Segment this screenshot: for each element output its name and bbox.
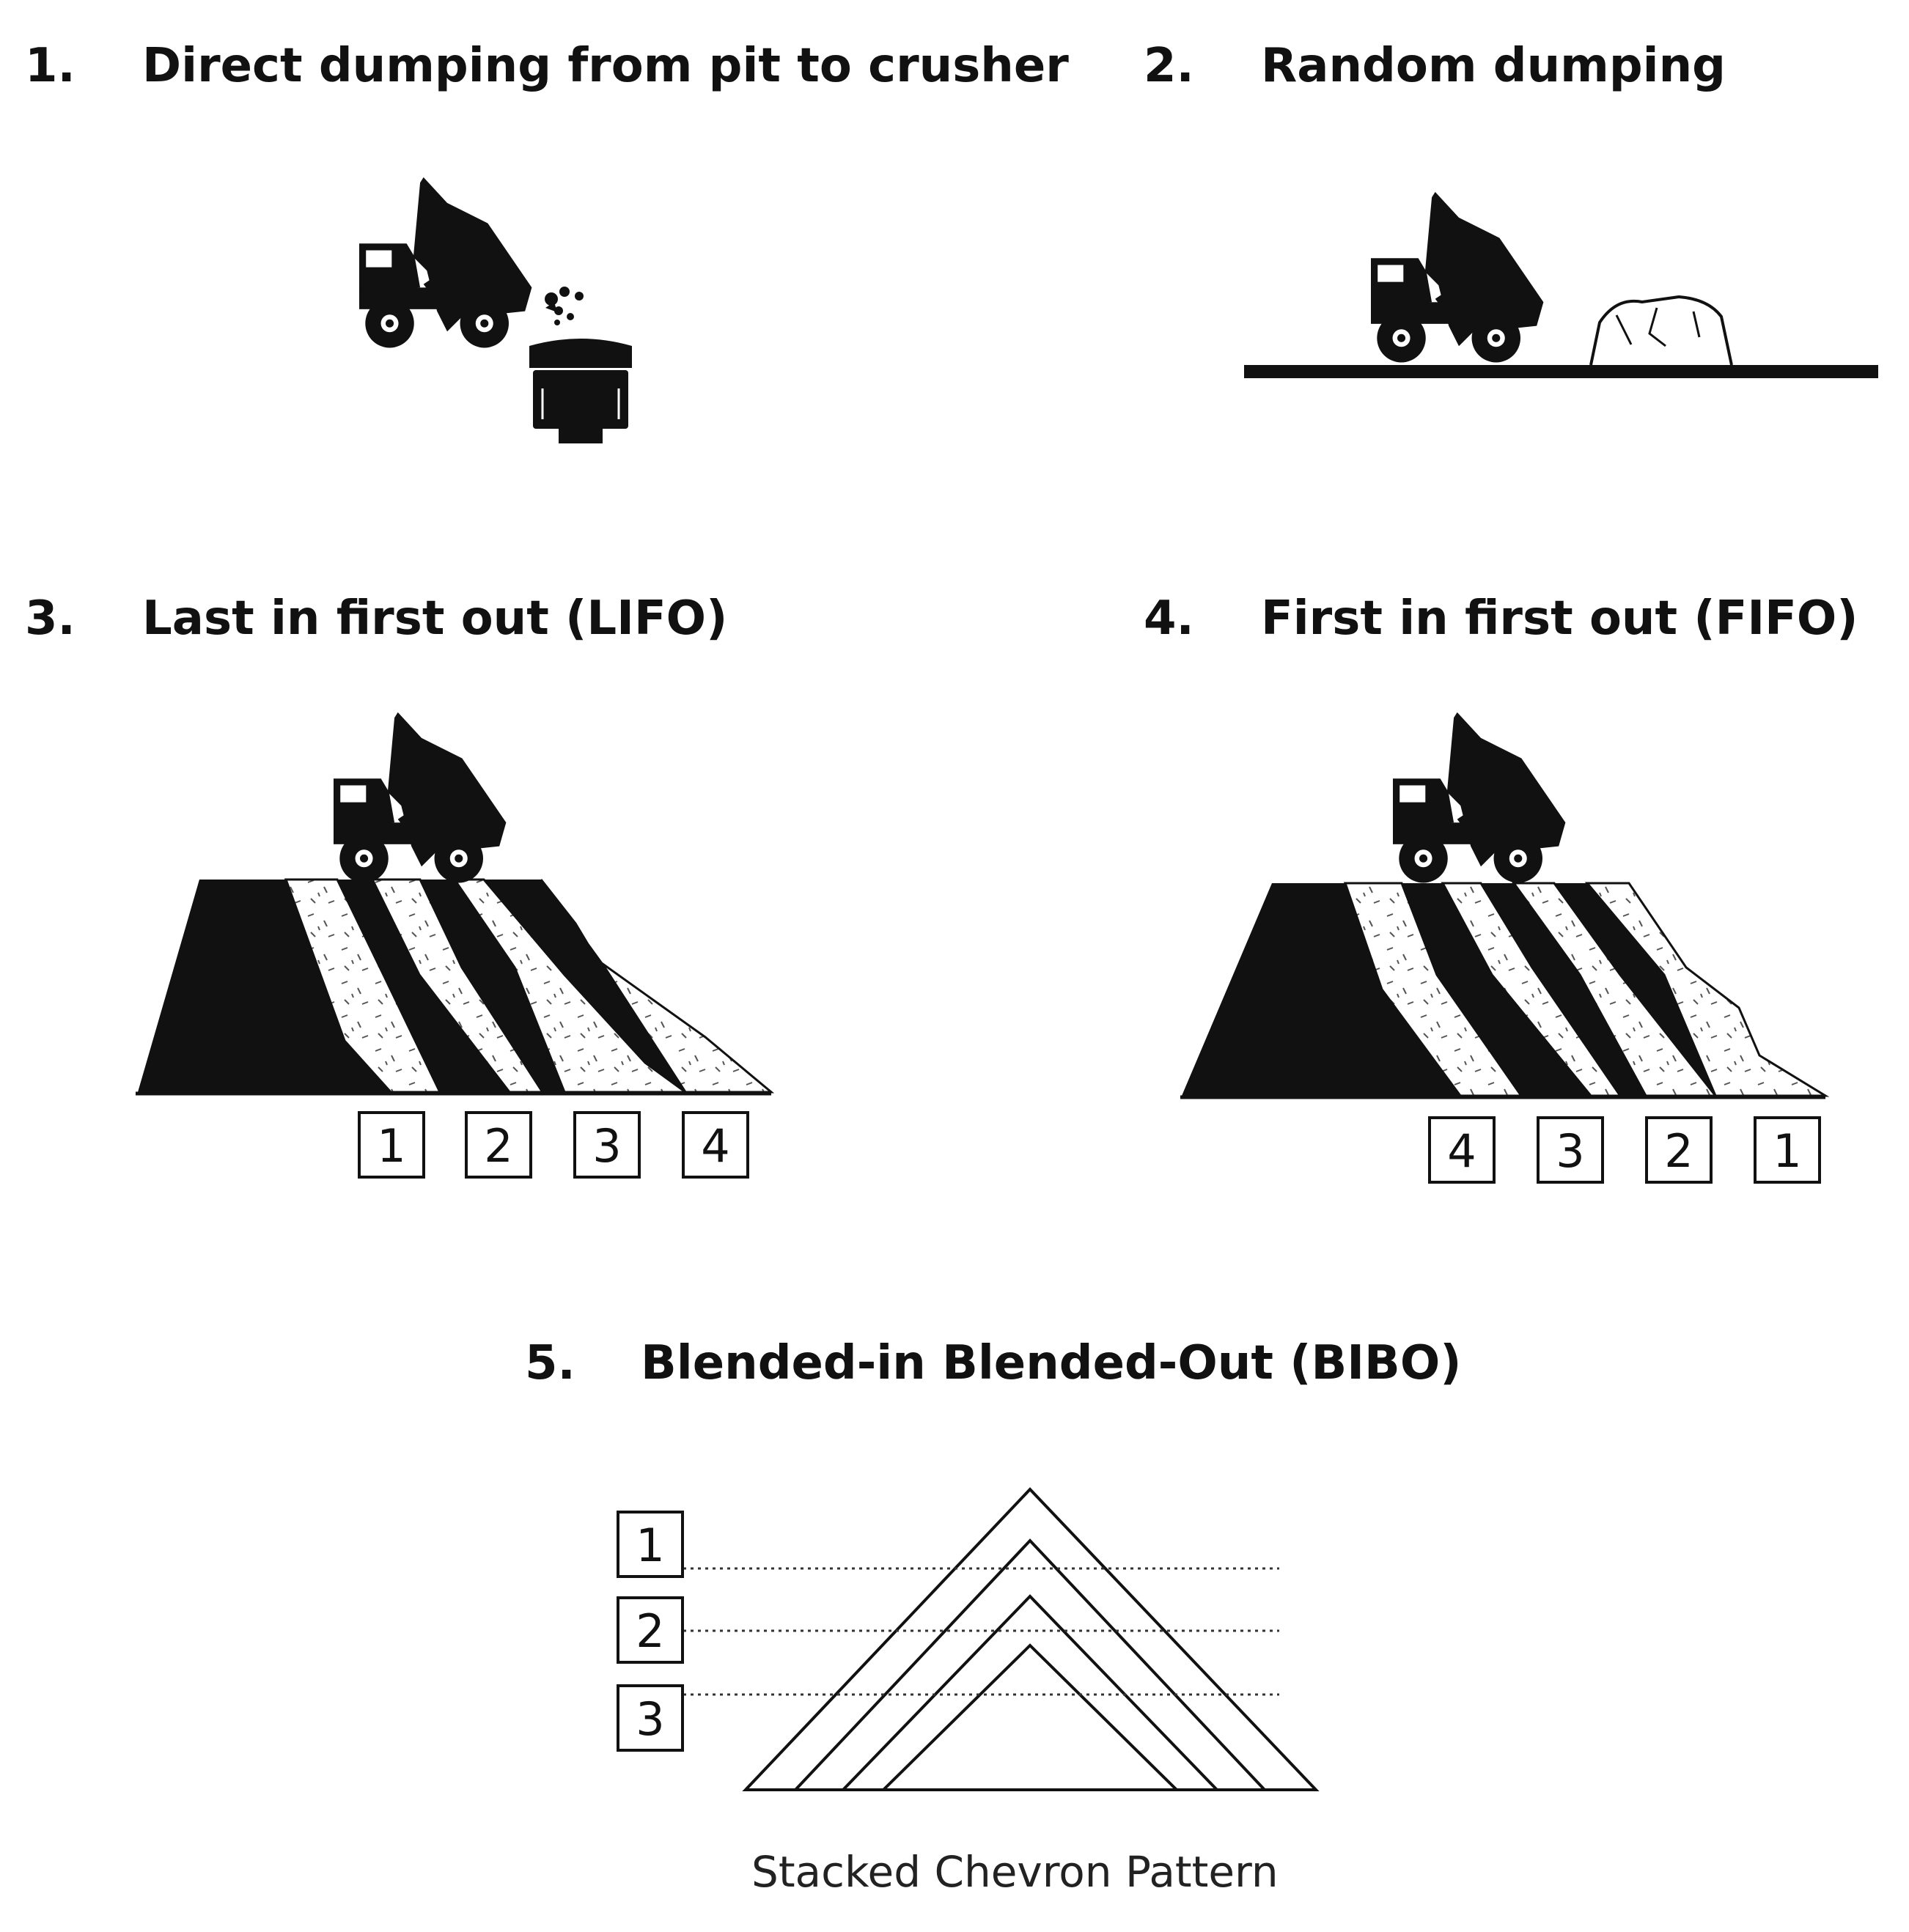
lifo-box-1: 1 [358,1111,425,1179]
fifo-boxes: 4 3 2 1 [1428,1116,1821,1184]
bibo-box-3: 3 [617,1684,684,1752]
dump-truck-icon [334,712,507,883]
ore-pile-icon [1589,295,1733,366]
panel-4-title: First in first out (FIFO) [1261,591,1858,646]
panel-5-number: 5. [525,1336,575,1390]
panel-3-illustration [136,712,775,1096]
fifo-box-1: 1 [1754,1116,1821,1184]
panel-5-title: Blended-in Blended-Out (BIBO) [641,1336,1462,1390]
lifo-box-label: 3 [592,1119,621,1173]
fifo-stockpile [1180,882,1830,1099]
panel-3-title: Last in first out (LIFO) [142,591,728,646]
panel-2-number: 2. [1144,39,1194,93]
fifo-box-4: 4 [1428,1116,1496,1184]
bibo-caption: Stacked Chevron Pattern [751,1847,1279,1897]
bibo-box-label: 3 [636,1692,664,1746]
fifo-box-label: 4 [1447,1124,1476,1178]
lifo-stockpile [136,878,775,1096]
panel-3-number: 3. [25,591,76,646]
dump-truck-icon [1371,191,1544,363]
fifo-box-label: 3 [1556,1124,1584,1178]
dump-truck-icon [359,177,532,348]
bibo-box-label: 2 [636,1604,664,1658]
panel-1-number: 1. [25,39,76,93]
panel-4-number: 4. [1144,591,1194,646]
falling-ore-icon [545,287,584,325]
panel-5-illustration: 1 2 3 [617,1487,1320,1791]
lifo-box-3: 3 [573,1111,641,1179]
lifo-box-4: 4 [682,1111,749,1179]
panel-2-illustration [1244,191,1878,378]
bibo-box-1: 1 [617,1511,684,1578]
lifo-box-2: 2 [465,1111,532,1179]
lifo-box-label: 2 [484,1119,512,1173]
fifo-box-label: 1 [1773,1124,1801,1178]
panel-4-illustration [1180,712,1830,1099]
dump-truck-icon [1393,712,1566,883]
bibo-box-label: 1 [636,1519,664,1572]
panel-2-title: Random dumping [1261,39,1726,93]
panel-1-title: Direct dumping from pit to crusher [142,39,1069,93]
fifo-box-label: 2 [1664,1124,1693,1178]
ground-line [1244,365,1878,378]
lifo-box-label: 1 [377,1119,405,1173]
chevron-stack [742,1487,1320,1791]
lifo-boxes: 1 2 3 4 [358,1111,749,1179]
panel-1-illustration [359,177,632,443]
lifo-box-label: 4 [701,1119,729,1173]
crusher-icon [529,339,632,443]
fifo-box-3: 3 [1537,1116,1604,1184]
fifo-box-2: 2 [1645,1116,1713,1184]
bibo-box-2: 2 [617,1596,684,1664]
